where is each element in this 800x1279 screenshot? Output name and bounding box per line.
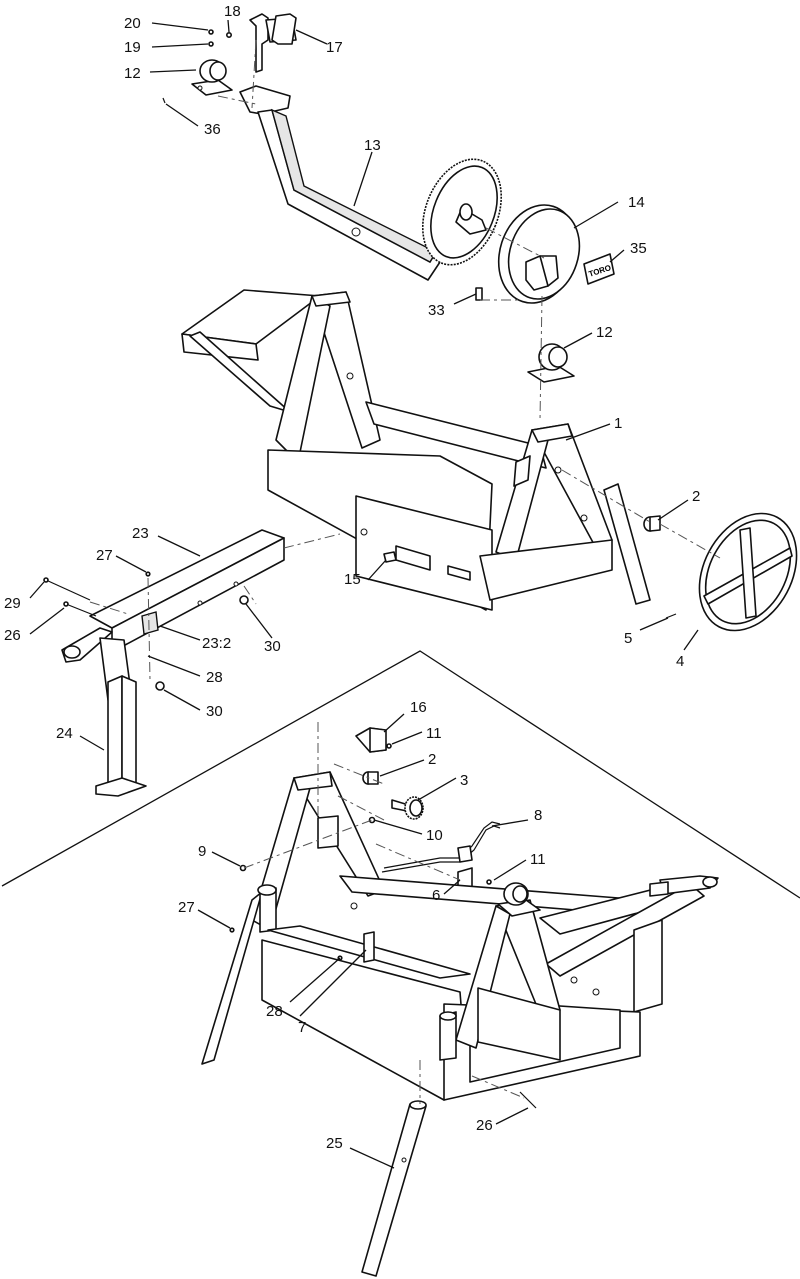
part-11-bolt-lower	[486, 879, 492, 885]
callout-1: 1	[614, 415, 622, 432]
part-35-decal: TORO	[583, 253, 615, 285]
part-11-bolt-upper	[386, 743, 392, 749]
callout-7: 7	[298, 1019, 306, 1036]
callout-23-2: 23:2	[202, 635, 231, 652]
callout-13: 13	[364, 137, 381, 154]
callout-labels: 20 18 19 17 12 36 13 14 35 33 12 1 2 23 …	[4, 3, 700, 1152]
callout-8: 8	[534, 807, 542, 824]
callout-33: 33	[428, 302, 445, 319]
callout-27: 27	[96, 547, 113, 564]
callout-35: 35	[630, 240, 647, 257]
callout-36: 36	[204, 121, 221, 138]
part-27-pin-upper	[145, 571, 151, 577]
part-1-main-frame	[181, 289, 651, 611]
part-13-gear	[421, 158, 503, 266]
callout-2: 2	[692, 488, 700, 505]
part-5-pin	[665, 613, 677, 619]
callout-10: 10	[426, 827, 443, 844]
callout-15: 15	[344, 571, 361, 588]
part-29-pin	[43, 577, 91, 601]
callout-23: 23	[132, 525, 149, 542]
part-14-reel-hub	[497, 204, 581, 304]
part-18-bolt	[226, 31, 233, 38]
leader-lines	[29, 19, 699, 1169]
part-12-pillow-block-lower	[527, 343, 575, 383]
part-36-pin	[162, 97, 166, 104]
callout-30: 30	[264, 638, 281, 655]
callout-20: 20	[124, 15, 141, 32]
part-15-bolt	[383, 551, 397, 563]
part-30-nut-upper	[239, 595, 249, 605]
callout-28: 28	[266, 1003, 283, 1020]
part-4-hand-wheel	[698, 512, 798, 632]
upper-centerlines	[89, 39, 721, 681]
callout-6: 6	[432, 887, 440, 904]
part-13-crank-arm	[239, 85, 441, 281]
callout-28: 28	[206, 669, 223, 686]
part-9-bolt	[239, 864, 247, 872]
callout-26: 26	[476, 1117, 493, 1134]
part-25-leg	[361, 1100, 427, 1277]
callout-12: 12	[124, 65, 141, 82]
part-26-pin-upper	[63, 601, 97, 617]
part-24-jack-stand	[95, 675, 147, 797]
callout-24: 24	[56, 725, 73, 742]
part-2-bushing-upper	[643, 515, 661, 532]
callout-11: 11	[426, 725, 442, 742]
part-10-nut	[368, 816, 376, 824]
callout-2: 2	[428, 751, 436, 768]
callout-3: 3	[460, 772, 468, 789]
callout-19: 19	[124, 39, 141, 56]
part-26-pin-lower	[519, 1091, 537, 1109]
part-12-pillow-block-upper	[191, 59, 233, 96]
lower-centerlines	[243, 722, 525, 1104]
callout-14: 14	[628, 194, 645, 211]
section-divider	[1, 650, 800, 899]
part-30-nut-lower	[155, 681, 165, 691]
part-2-bushing-lower	[362, 771, 379, 785]
callout-18: 18	[224, 3, 241, 20]
callout-29: 29	[4, 595, 21, 612]
part-33-bolt	[475, 287, 483, 301]
callout-4: 4	[676, 653, 684, 670]
callout-26: 26	[4, 627, 21, 644]
part-17-handle-grip	[249, 13, 297, 73]
callout-16: 16	[410, 699, 427, 716]
callout-25: 25	[326, 1135, 343, 1152]
callout-11: 11	[530, 851, 546, 868]
callout-27: 27	[178, 899, 195, 916]
part-1-lower-frame	[201, 771, 719, 1101]
callout-12: 12	[596, 324, 613, 341]
part-16-bracket	[355, 727, 387, 753]
part-27-pin-lower	[229, 927, 235, 933]
callout-5: 5	[624, 630, 632, 647]
callout-9: 9	[198, 843, 206, 860]
part-20-19-fasteners	[208, 29, 214, 47]
callout-17: 17	[326, 39, 343, 56]
callout-30: 30	[206, 703, 223, 720]
part-3-pinion-gear	[391, 796, 424, 820]
